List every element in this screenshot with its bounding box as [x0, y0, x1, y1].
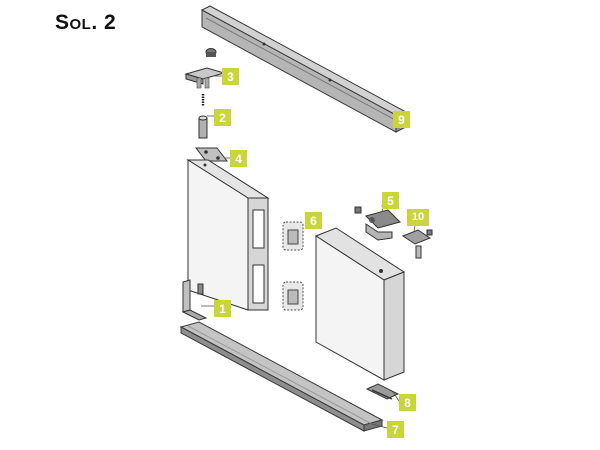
callout-5: 5	[382, 192, 399, 209]
callout-7: 7	[387, 421, 404, 438]
threaded-pin	[198, 94, 208, 139]
roller-carriage	[354, 206, 401, 241]
callout-10: 10	[407, 209, 429, 226]
callout-4: 4	[230, 150, 247, 167]
roller-carriage-small	[401, 229, 433, 259]
mounting-plate	[194, 147, 229, 162]
callout-9: 9	[393, 111, 410, 128]
left-door-panel	[186, 159, 270, 311]
callout-3: 3	[222, 68, 239, 85]
callout-2: 2	[214, 109, 231, 126]
right-door-panel	[314, 227, 406, 381]
callout-8: 8	[399, 394, 416, 411]
leader-lines	[201, 75, 416, 429]
bottom-bracket	[181, 279, 208, 321]
callout-6: 6	[305, 212, 322, 229]
callout-1: 1	[214, 300, 231, 317]
diagram-title: Sol. 2	[55, 11, 117, 34]
connector-pieces	[282, 221, 304, 311]
bottom-guide	[365, 383, 400, 400]
bottom-rail	[179, 321, 384, 432]
top-guide-bracket	[184, 48, 226, 89]
